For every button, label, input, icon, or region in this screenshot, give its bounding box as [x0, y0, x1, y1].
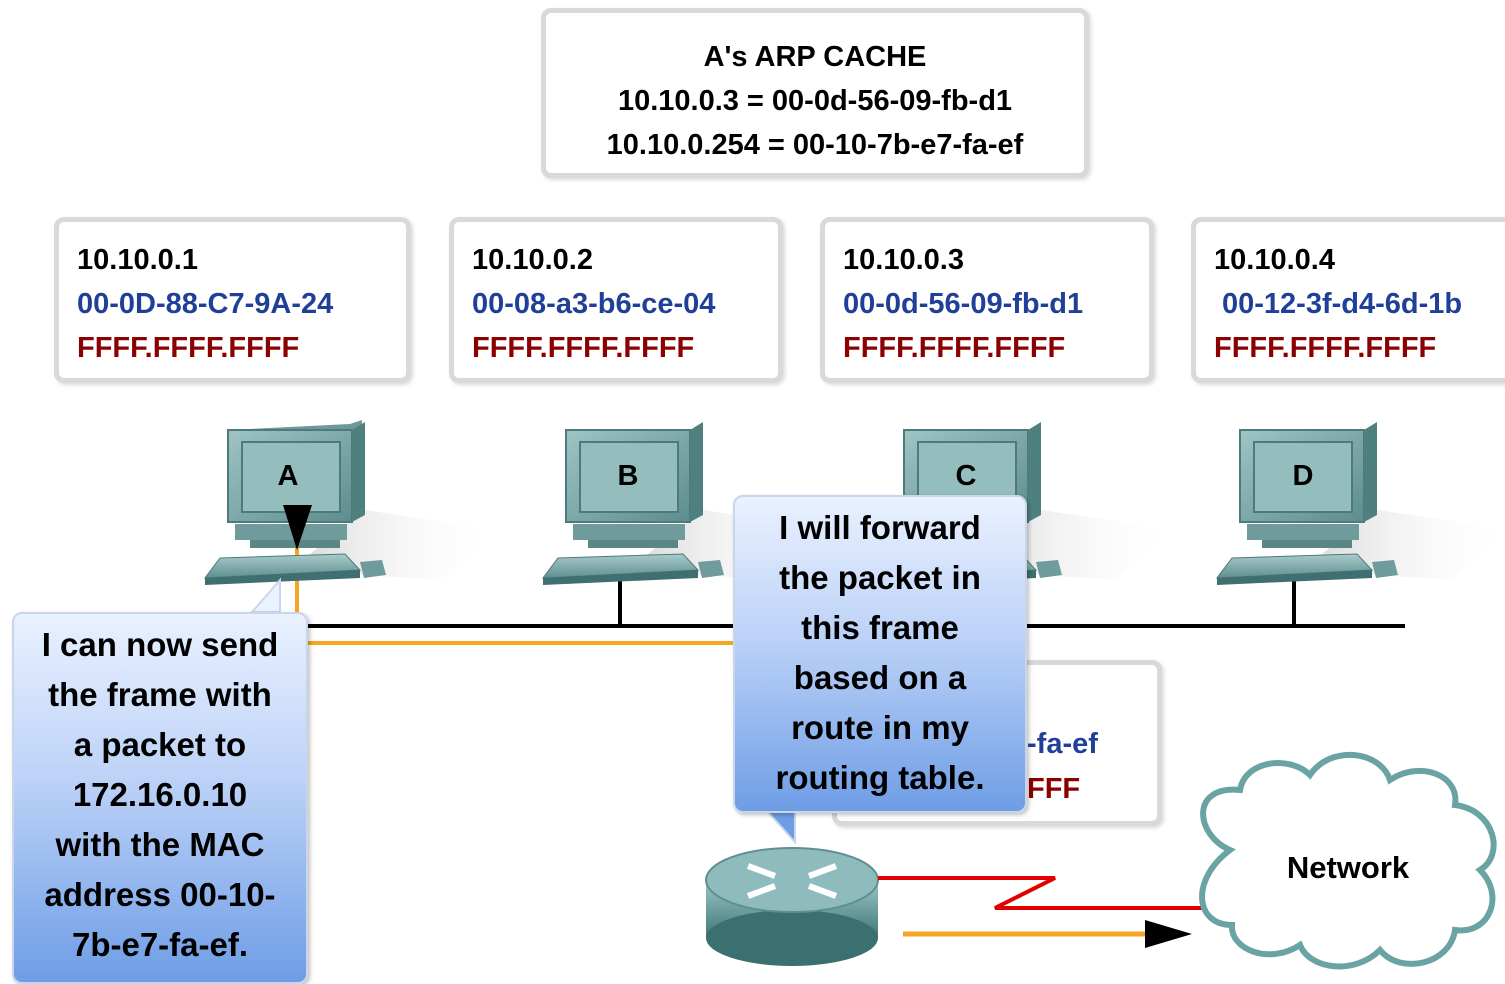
- host-ip: 10.10.0.2: [472, 244, 593, 276]
- arp-cache-entry: 10.10.0.3 = 00-0d-56-09-fb-d1: [617, 85, 1013, 117]
- router-speech-bubble: I will forward the packet in this frame …: [733, 495, 1027, 813]
- arp-cache-entry: 10.10.0.254 = 00-10-7b-e7-fa-ef: [606, 129, 1024, 161]
- pc-label-b: B: [617, 460, 639, 492]
- pc-label-c: C: [955, 460, 977, 492]
- bubble-line: 7b-e7-fa-ef.: [71, 926, 249, 963]
- host-ip: 10.10.0.3: [843, 244, 964, 276]
- arrow-down-icon: [283, 505, 312, 550]
- host-d-card: 10.10.0.4 00-12-3f-d4-6d-1b FFFF.FFFF.FF…: [1191, 217, 1505, 383]
- arp-cache-box: A's ARP CACHE 10.10.0.3 = 00-0d-56-09-fb…: [541, 8, 1089, 178]
- host-ip: 10.10.0.1: [77, 244, 198, 276]
- computer-d: [1215, 422, 1505, 585]
- host-c-card: 10.10.0.3 00-0d-56-09-fb-d1 FFFF.FFFF.FF…: [820, 217, 1154, 383]
- bubble-line: the packet in: [779, 559, 981, 596]
- router-broadcast-fragment: FFF: [1027, 773, 1081, 805]
- host-broadcast: FFFF.FFFF.FFFF: [77, 332, 300, 364]
- router-mac-fragment: -fa-ef: [1027, 728, 1098, 760]
- bubble-line: 172.16.0.10: [72, 776, 248, 813]
- network-label: Network: [1286, 850, 1410, 885]
- arp-cache-title: A's ARP CACHE: [703, 41, 927, 73]
- bubble-line: this frame: [801, 609, 959, 646]
- bubble-line: route in my: [791, 709, 969, 746]
- bubble-line: the frame with: [48, 676, 272, 713]
- cloud-icon: [1199, 751, 1497, 970]
- host-mac: 00-08-a3-b6-ce-04: [472, 288, 716, 320]
- host-broadcast: FFFF.FFFF.FFFF: [472, 332, 695, 364]
- host-a-speech-bubble: I can now send the frame with a packet t…: [12, 612, 308, 984]
- bubble-line: I can now send: [41, 626, 279, 663]
- bubble-line: routing table.: [775, 759, 985, 796]
- host-ip: 10.10.0.4: [1214, 244, 1335, 276]
- bubble-a-tail: [249, 577, 281, 613]
- router-icon: [705, 847, 879, 966]
- host-mac: 00-0d-56-09-fb-d1: [843, 288, 1084, 320]
- host-mac: 00-0D-88-C7-9A-24: [77, 288, 334, 320]
- bubble-line: a packet to: [73, 726, 247, 763]
- bubble-line: with the MAC: [55, 826, 265, 863]
- host-broadcast: FFFF.FFFF.FFFF: [1214, 332, 1437, 364]
- bubble-line: based on a: [793, 659, 967, 696]
- computer-a: [203, 420, 500, 585]
- bubble-router-tail: [765, 811, 796, 845]
- host-mac: 00-12-3f-d4-6d-1b: [1222, 288, 1463, 320]
- host-a-card: 10.10.0.1 00-0D-88-C7-9A-24 FFFF.FFFF.FF…: [54, 217, 411, 383]
- host-b-card: 10.10.0.2 00-08-a3-b6-ce-04 FFFF.FFFF.FF…: [449, 217, 783, 383]
- arrow-right-icon: [1145, 920, 1192, 948]
- pc-label-d: D: [1292, 460, 1314, 492]
- host-broadcast: FFFF.FFFF.FFFF: [843, 332, 1066, 364]
- wan-link: [878, 876, 1205, 910]
- pc-label-a: A: [277, 460, 299, 492]
- bubble-line: I will forward: [779, 509, 981, 546]
- bubble-line: address 00-10-: [44, 876, 276, 913]
